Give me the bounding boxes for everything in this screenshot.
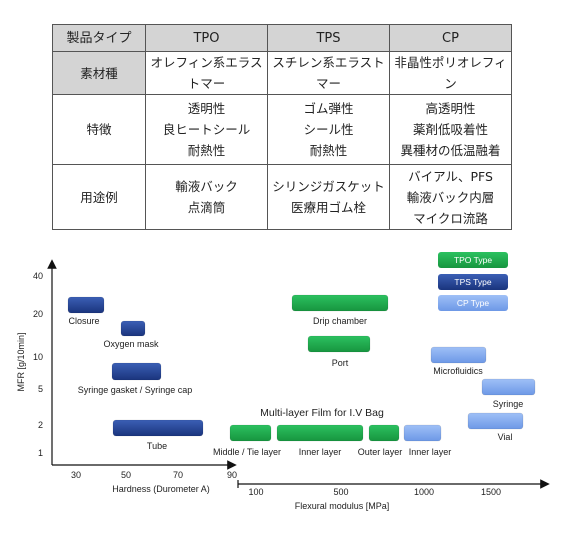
cell-line: 輸液バック内層 [406,189,495,205]
cell-line: 高透明性 [425,101,476,116]
bubble-tps [111,362,162,381]
y-tick-label: 2 [38,420,43,430]
header-cell-tpo: TPO [145,24,268,52]
bubble-tpo [368,424,400,442]
uses-tpo: 輸液バック 点滴筒 [145,164,268,230]
header-cell-tps: TPS [267,24,390,52]
chart-svg: MFR [g/10min] 40 20 10 5 2 1 30 50 70 90 Hardnes… [16,252,550,511]
legend-swatch [438,295,508,311]
legend-label: TPS Type [454,277,491,287]
header-cell-cp: CP [389,24,512,52]
cell-line: 医療用ゴム栓 [290,200,366,215]
bubble-label: Inner layer [299,447,342,457]
legend-label: TPO Type [454,255,492,265]
bubble-label: Vial [498,432,513,442]
cell-line: シール性 [303,122,354,137]
modulus-tick-label: 500 [333,487,348,497]
cell-line: 薬剤低吸着性 [412,122,488,137]
cell-line: 耐熱性 [187,143,226,158]
bubble-label: Middle / Tie layer [213,447,281,457]
film-title: Multi-layer Film for I.V Bag [260,407,384,419]
y-tick-label: 40 [33,271,43,281]
cell-line: 透明性 [187,101,226,116]
cell-line: 点滴筒 [187,200,226,215]
features-cp: 高透明性 薬剤低吸着性 異種材の低温融着 [389,94,512,165]
bubble-cp [430,346,487,364]
bubble-cp [403,424,442,442]
bubble-cp [467,412,524,430]
modulus-tick-label: 1500 [481,487,501,497]
bubble-label: Inner layer [409,447,452,457]
cell-line: ゴム弾性 [303,101,354,116]
material-tps: スチレン系エラストマー [267,51,390,95]
bubble-tps [112,419,204,437]
table-row-features: 特徴 透明性 良ヒートシール 耐熱性 ゴム弾性 シール性 耐熱性 高透明性 薬剤… [52,94,512,165]
bubble-tps [67,296,105,314]
y-tick-label: 5 [38,384,43,394]
legend-swatch [438,252,508,268]
row-label-features: 特徴 [52,94,146,165]
features-tps: ゴム弾性 シール性 耐熱性 [267,94,390,165]
hardness-ticks: 30 50 70 90 [71,470,237,480]
cell-line: バイアル、PFS [408,168,493,184]
bubble-label: Syringe [493,399,524,409]
cell-line: 異種材の低温融着 [400,143,501,158]
row-label-material: 素材種 [52,51,146,95]
hardness-tick-label: 90 [227,470,237,480]
y-tick-label: 10 [33,352,43,362]
cell-line: シリンジガスケット [272,179,385,194]
product-type-table: 製品タイプ TPO TPS CP 素材種 オレフィン系エラストマー スチレン系エ… [52,24,512,230]
bubble-label: Oxygen mask [103,339,159,349]
bubble-label: Outer layer [358,447,403,457]
y-axis-label: MFR [g/10min] [16,332,26,391]
bubble-label: Microfluidics [433,366,483,376]
cell-line: マイクロ流路 [413,210,488,226]
bubble-tpo [291,294,389,312]
application-map-chart: MFR [g/10min] 40 20 10 5 2 1 30 50 70 90 Hardnes… [0,240,572,537]
hardness-tick-label: 70 [173,470,183,480]
row-label-uses: 用途例 [52,164,146,230]
bubble-tpo [307,335,371,353]
modulus-ticks: 100 500 1000 1500 [248,487,501,497]
y-tick-label: 20 [33,309,43,319]
y-tick-label: 1 [38,448,43,458]
material-cp: 非晶性ポリオレフィン [389,51,512,95]
y-ticks: 40 20 10 5 2 1 [33,271,43,458]
modulus-tick-label: 1000 [414,487,434,497]
cell-line: 耐熱性 [309,143,348,158]
header-cell-product-type: 製品タイプ [52,24,146,52]
features-tpo: 透明性 良ヒートシール 耐熱性 [145,94,268,165]
hardness-axis-label: Hardness (Durometer A) [112,484,210,494]
table-row-uses: 用途例 輸液バック 点滴筒 シリンジガスケット 医療用ゴム栓 バイアル、PFS … [52,164,512,230]
bubble-tpo [229,424,272,442]
bubble-label: Drip chamber [313,316,367,326]
legend-label: CP Type [457,298,490,308]
modulus-axis-label: Flexural modulus [MPa] [295,501,390,511]
material-tpo: オレフィン系エラストマー [145,51,268,95]
bubble-label: Port [332,358,349,368]
uses-tps: シリンジガスケット 医療用ゴム栓 [267,164,390,230]
bubble-label: Closure [68,316,99,326]
bubble-label: Tube [147,441,167,451]
modulus-tick-label: 100 [248,487,263,497]
hardness-tick-label: 50 [121,470,131,480]
hardness-tick-label: 30 [71,470,81,480]
table-row-material: 素材種 オレフィン系エラストマー スチレン系エラストマー 非晶性ポリオレフィン [52,51,512,95]
cell-line: 輸液バック [175,179,238,194]
table-header-row: 製品タイプ TPO TPS CP [52,24,512,52]
bubble-cp [481,378,536,396]
uses-cp: バイアル、PFS 輸液バック内層 マイクロ流路 [389,164,512,230]
bubble-label: Syringe gasket / Syringe cap [78,385,193,395]
cell-line: 良ヒートシール [162,122,251,137]
legend-swatch [438,274,508,290]
bubble-tpo [276,424,364,442]
bubble-tps [120,320,146,337]
